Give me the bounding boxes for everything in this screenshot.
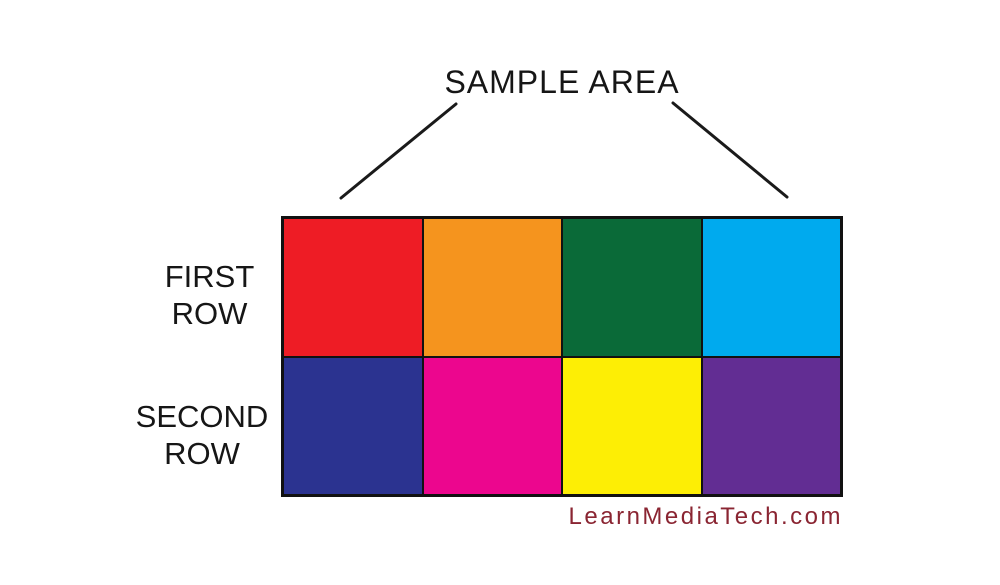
green-swatch bbox=[562, 218, 702, 357]
first-row-label: FIRST ROW bbox=[127, 258, 292, 332]
pointer-line-right bbox=[671, 101, 789, 199]
first-row-label-line1: FIRST bbox=[164, 259, 255, 294]
watermark-text: LearnMediaTech.com bbox=[568, 503, 843, 530]
navy-swatch bbox=[283, 356, 423, 495]
first-row-label-line2: ROW bbox=[171, 296, 248, 331]
second-row-label-line2: ROW bbox=[164, 436, 240, 471]
red-swatch bbox=[283, 218, 423, 357]
magenta-swatch bbox=[422, 356, 562, 495]
purple-swatch bbox=[701, 356, 841, 495]
yellow-swatch bbox=[562, 356, 702, 495]
orange-swatch bbox=[422, 218, 562, 357]
sample-area-grid bbox=[281, 216, 843, 497]
second-row-label-line1: SECOND bbox=[135, 399, 269, 434]
pointer-line-left bbox=[339, 102, 458, 200]
second-row-label: SECOND ROW bbox=[112, 398, 292, 472]
sample-area-title: SAMPLE AREA bbox=[444, 64, 680, 100]
cyan-swatch bbox=[701, 218, 841, 357]
